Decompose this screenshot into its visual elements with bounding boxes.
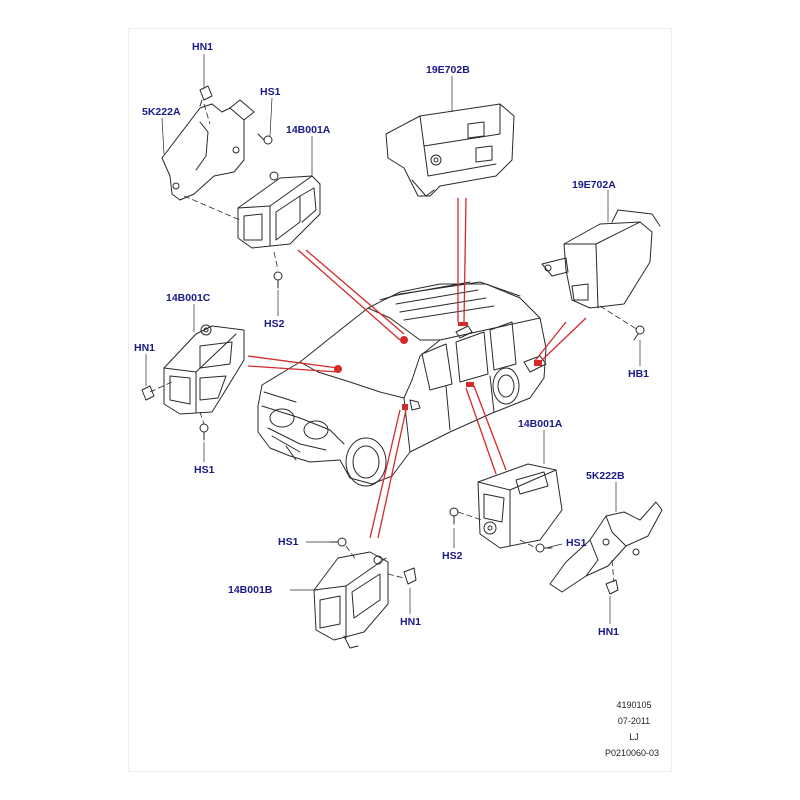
- callout-line: [533, 321, 567, 363]
- assembly-line: [183, 195, 241, 221]
- fastener-hs1-top: [257, 133, 273, 145]
- label-14b001a-top: 14B001A: [286, 124, 331, 136]
- bracket-19e702b: [385, 103, 515, 197]
- module-14b001c: [163, 324, 245, 415]
- callout-line: [473, 385, 507, 471]
- footer-initials: LJ: [629, 732, 639, 742]
- callout-line: [539, 317, 587, 363]
- label-hs1-top: HS1: [260, 86, 281, 98]
- bracket-5k222a: [161, 99, 255, 201]
- module-19e702a: [541, 209, 661, 309]
- label-19e702b: 19E702B: [426, 64, 470, 76]
- assembly-line: [611, 559, 615, 583]
- fastener-hb1: [633, 325, 645, 341]
- label-5k222b: 5K222B: [586, 470, 625, 482]
- assembly-line: [457, 511, 483, 521]
- label-hs2-right: HS2: [442, 550, 463, 562]
- leader-line: [161, 117, 165, 155]
- label-hn1-right: HN1: [598, 626, 620, 638]
- module-14b001a-top: [237, 171, 321, 249]
- label-hn1-bottom: HN1: [400, 616, 422, 628]
- assembly-line: [345, 545, 357, 561]
- label-hn1-left: HN1: [134, 342, 156, 354]
- callout-line: [247, 365, 339, 373]
- assembly-line: [599, 305, 639, 331]
- bracket-5k222b: [549, 501, 663, 593]
- fastener-hn1-right: [605, 579, 619, 595]
- label-hs1-right: HS1: [566, 537, 587, 549]
- callout-line: [465, 387, 497, 475]
- location-marker: [402, 404, 408, 410]
- location-marker: [458, 322, 468, 326]
- fastener-hs1-left: [199, 423, 209, 441]
- assembly-line: [387, 573, 405, 579]
- leader-line: [269, 97, 273, 137]
- assembly-line: [203, 103, 211, 125]
- diagram-frame: [128, 28, 672, 772]
- label-5k222a: 5K222A: [142, 106, 181, 118]
- footer-ref: P0210060-03: [604, 748, 660, 758]
- callout-line: [377, 409, 407, 539]
- label-hb1: HB1: [628, 368, 650, 380]
- fastener-hs2-top: [273, 271, 283, 289]
- label-hn1-top: HN1: [192, 41, 214, 53]
- label-hs1-bottom: HS1: [278, 536, 299, 548]
- callout-line: [305, 249, 405, 335]
- location-marker: [466, 382, 474, 387]
- assembly-line: [273, 251, 279, 271]
- fastener-hn1-left: [141, 385, 155, 401]
- location-marker: [534, 360, 542, 366]
- label-hs2-left: HS2: [264, 318, 285, 330]
- label-14b001c: 14B001C: [166, 292, 211, 304]
- callout-line: [369, 409, 401, 539]
- leader-line: [545, 543, 563, 549]
- label-14b001a-right: 14B001A: [518, 418, 563, 430]
- callout-line: [247, 355, 339, 369]
- module-14b001a-right: [477, 463, 563, 549]
- assembly-line: [199, 411, 205, 425]
- fastener-hn1-bottom: [403, 567, 417, 585]
- label-14b001b: 14B001B: [228, 584, 273, 596]
- callout-line: [297, 249, 401, 341]
- label-19e702a: 19E702A: [572, 179, 616, 191]
- footer-code: 4190105: [616, 700, 652, 710]
- label-hs1-left: HS1: [194, 464, 215, 476]
- assembly-line: [149, 381, 173, 393]
- vehicle-illustration: [257, 281, 547, 487]
- fastener-hn1-top: [199, 85, 213, 107]
- location-marker: [334, 365, 342, 373]
- fastener-hs2-right: [449, 507, 459, 525]
- footer-date: 07-2011: [617, 716, 651, 726]
- fastener-hs1-right: [535, 543, 553, 553]
- module-14b001b: [313, 551, 389, 649]
- assembly-line: [519, 539, 537, 549]
- callout-line: [463, 197, 467, 323]
- location-marker: [400, 336, 408, 344]
